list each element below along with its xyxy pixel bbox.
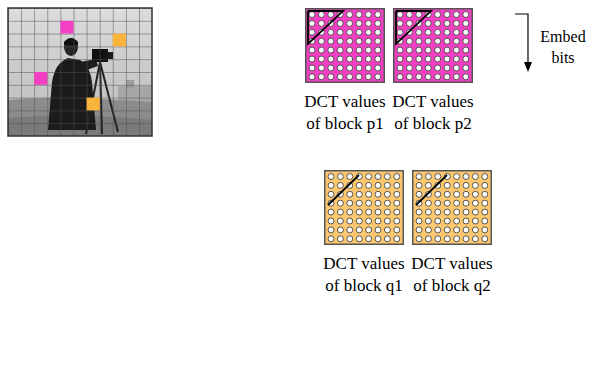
dct-block: DCT values of block p1 [295,8,395,137]
selected-block [87,98,100,111]
embed-arrow [515,14,532,72]
block-caption: DCT values of block p2 [383,91,483,135]
dct-block: DCT values of block q2 [402,170,502,299]
mid-frequency-diagonal [416,175,447,205]
low-frequency-triangle [396,11,431,44]
dct-coefficient-grid [305,8,385,83]
mid-frequency-diagonal [328,175,359,205]
selected-block [60,21,73,34]
dct-coefficient-grid [324,170,404,245]
dct-block: DCT values of block p2 [383,8,483,137]
dct-coefficient-grid [412,170,492,245]
block-caption: DCT values of block p1 [295,91,395,135]
block-caption: DCT values of block q2 [402,253,502,297]
embed-label: Embed bits [533,26,593,68]
annotation: Embed bits [533,26,593,68]
dct-block: DCT values of block q1 [314,170,414,299]
selected-block [113,34,126,47]
block-caption: DCT values of block q1 [314,253,414,297]
low-frequency-triangle [308,11,343,44]
dct-coefficient-grid [393,8,473,83]
selected-block [34,72,47,85]
cameraman-photo [8,8,152,136]
